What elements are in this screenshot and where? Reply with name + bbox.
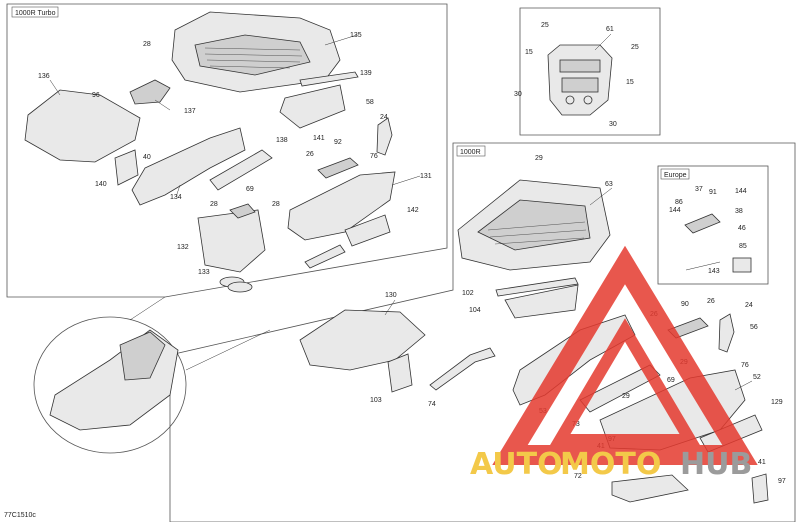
callout: 96	[92, 92, 100, 99]
callout: 131	[420, 173, 432, 180]
turbo-panel-frame	[6, 3, 448, 298]
callout: 24	[745, 302, 753, 309]
tray-72	[611, 474, 689, 503]
callout: 142	[407, 207, 419, 214]
callout: 69	[667, 377, 675, 384]
console-131	[287, 171, 396, 241]
callout: 129	[771, 399, 783, 406]
europe-plate-144	[684, 213, 721, 234]
callout: 28	[143, 41, 151, 48]
turbo-panel-label: 1000R Turbo	[15, 10, 56, 17]
callout: 134	[170, 194, 182, 201]
watermark-brand-auto: AUTO	[470, 447, 563, 482]
callout: 30	[609, 121, 617, 128]
std-panel-frame	[169, 142, 796, 522]
cup-69	[229, 203, 256, 219]
callout: 52	[753, 374, 761, 381]
ring-133-b	[227, 281, 253, 293]
callout: 56	[750, 324, 758, 331]
watermark-brand-hub: HUB	[680, 447, 752, 482]
overview-circle	[33, 316, 187, 454]
rod-74	[429, 347, 496, 391]
callout: 29	[535, 155, 543, 162]
callout: 90	[681, 301, 689, 308]
trim-138	[209, 149, 273, 191]
callout: 46	[738, 225, 746, 232]
callout: 92	[334, 139, 342, 146]
trim-73	[579, 364, 661, 413]
callout: 37	[695, 186, 703, 193]
shifter-plate-92	[317, 157, 359, 179]
callout: 91	[709, 189, 717, 196]
handle-56	[718, 313, 735, 353]
callout: 102	[462, 290, 474, 297]
callout: 139	[360, 70, 372, 77]
callout: 103	[370, 397, 382, 404]
callout: 97	[778, 478, 786, 485]
callout: 76	[370, 153, 378, 160]
panel-142	[344, 214, 391, 247]
callout: 85	[739, 243, 747, 250]
watermark-brand-moto: MOTO	[560, 447, 661, 482]
handle-58	[376, 117, 393, 156]
callout: 25	[631, 44, 639, 51]
callout: 61	[606, 26, 614, 33]
cup-137	[129, 79, 171, 105]
callout: 58	[366, 99, 374, 106]
callout: 25	[541, 22, 549, 29]
callout: 136	[38, 73, 50, 80]
europe-box	[657, 165, 769, 285]
watermark-logo: AUTO MOTO HUB	[470, 245, 758, 482]
panel-104	[504, 284, 579, 319]
callout: 63	[605, 181, 613, 188]
callout: 15	[525, 49, 533, 56]
callout: 137	[184, 108, 196, 115]
callout: 69	[246, 186, 254, 193]
center-box-132	[197, 209, 266, 273]
europe-label: Europe	[664, 172, 687, 179]
callout: 30	[514, 91, 522, 98]
callout: 130	[385, 292, 397, 299]
top-right-frame	[519, 7, 661, 136]
callout: 74	[428, 401, 436, 408]
europe-switch-143	[732, 257, 752, 273]
callout: 143	[708, 268, 720, 275]
callout: 26	[306, 151, 314, 158]
callout: 41	[758, 459, 766, 466]
callout: 140	[95, 181, 107, 188]
callout: 86	[675, 199, 683, 206]
callout: 24	[380, 114, 388, 121]
callout: 144	[735, 188, 747, 195]
bracket-140	[114, 149, 139, 186]
callout: 132	[177, 244, 189, 251]
strip-102	[495, 277, 579, 297]
callout: 26	[707, 298, 715, 305]
rear-floor-136	[24, 89, 141, 163]
callout: 133	[198, 269, 210, 276]
callout: 141	[313, 135, 325, 142]
callout: 28	[210, 201, 218, 208]
console-side-134	[131, 127, 246, 206]
callout: 29	[622, 393, 630, 400]
panel-141	[279, 84, 346, 129]
callout: 28	[272, 201, 280, 208]
callout: 104	[469, 307, 481, 314]
callout: 138	[276, 137, 288, 144]
callouts-std: 61 25 25 15 15 30 30 29 63 37 91 144 144…	[370, 22, 786, 485]
callout: 15	[626, 79, 634, 86]
callout: 144	[669, 207, 681, 214]
bracket-41	[751, 473, 769, 504]
bracket-103	[387, 353, 413, 393]
rear-floor-130	[299, 309, 426, 371]
callout: 76	[741, 362, 749, 369]
callout: 40	[143, 154, 151, 161]
callout: 72	[574, 473, 582, 480]
strip-139	[299, 71, 359, 87]
diagram-code: 77C1510c	[4, 512, 36, 519]
std-panel-label: 1000R	[460, 149, 481, 156]
callout: 38	[735, 208, 743, 215]
